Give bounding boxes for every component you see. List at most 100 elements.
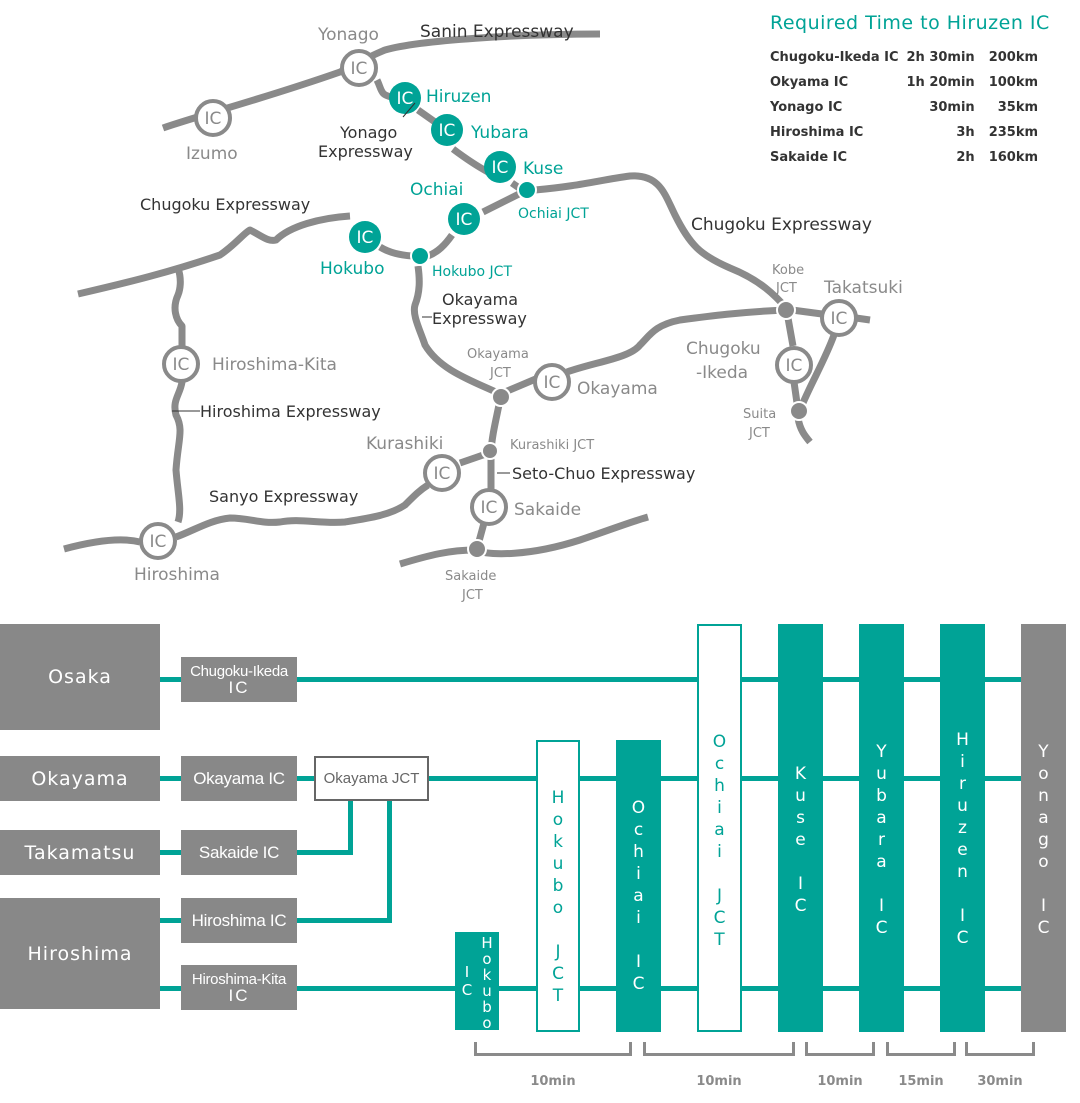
row-from: Hiroshima IC bbox=[770, 125, 864, 140]
col-label: Yubara IC bbox=[871, 742, 892, 940]
road-yubara-kuse bbox=[450, 146, 490, 176]
col-label: Hokubo bbox=[478, 934, 496, 1030]
label-yonago-exp-1: Yonago bbox=[339, 123, 397, 142]
label-chugoku-exp-west: Chugoku Expressway bbox=[140, 195, 310, 214]
label-hokubo-jct: Hokubo JCT bbox=[432, 264, 512, 280]
ic-okayama: IC bbox=[533, 363, 571, 401]
time-bracket bbox=[474, 1042, 632, 1056]
city-hiroshima: Hiroshima bbox=[0, 898, 160, 1009]
entry-label: IC bbox=[228, 985, 250, 1005]
label-kuse: Kuse bbox=[523, 159, 563, 179]
label-takatsuki: Takatsuki bbox=[823, 278, 903, 298]
label-hiroshima-exp: Hiroshima Expressway bbox=[200, 402, 381, 421]
ic-sakaide: IC bbox=[470, 488, 508, 526]
svg-text:IC: IC bbox=[456, 210, 473, 230]
col-hokubo-jct: Hokubo JCT bbox=[536, 740, 580, 1032]
ic-hokubo: IC bbox=[349, 221, 381, 253]
label-yonago: Yonago bbox=[317, 25, 379, 45]
road-chugoku-east bbox=[534, 172, 791, 313]
time-label: 10min bbox=[530, 1074, 576, 1089]
label-hiroshima-kita: Hiroshima-Kita bbox=[212, 355, 337, 375]
city-takamatsu: Takamatsu bbox=[0, 830, 160, 875]
label-hiruzen: Hiruzen bbox=[426, 87, 491, 107]
line-hiroshima-to-jct bbox=[387, 800, 392, 923]
svg-text:IC: IC bbox=[544, 373, 561, 393]
row-from: Chugoku-Ikeda IC bbox=[770, 50, 899, 65]
jct-okayama bbox=[491, 387, 511, 407]
city-okayama: Okayama bbox=[0, 756, 160, 801]
col-kuse-ic: Kuse IC bbox=[778, 624, 823, 1032]
label-okayama: Okayama bbox=[577, 379, 658, 399]
label-izumo: Izumo bbox=[186, 144, 238, 164]
col-ochiai-jct: Ochiai JCT bbox=[697, 624, 742, 1032]
entry-label: Hiroshima-Kita bbox=[191, 970, 287, 988]
label-yubara: Yubara bbox=[470, 123, 529, 143]
svg-text:IC: IC bbox=[434, 464, 451, 484]
col-label: Kuse IC bbox=[790, 764, 811, 918]
svg-text:IC: IC bbox=[439, 121, 456, 141]
col-yonago-ic: Yonago IC bbox=[1021, 624, 1066, 1032]
line-okayama-route bbox=[160, 776, 1022, 781]
col-label: IC bbox=[458, 963, 476, 999]
row-distance: 100km bbox=[988, 75, 1039, 90]
svg-text:IC: IC bbox=[205, 109, 222, 129]
leader-yonago-exp bbox=[402, 102, 416, 118]
ic-hiroshima-kita: IC bbox=[162, 345, 200, 383]
svg-text:IC: IC bbox=[492, 158, 509, 178]
ic-kuse: IC bbox=[484, 151, 516, 183]
time-bracket bbox=[965, 1042, 1035, 1056]
road-hiruzen-yubara bbox=[415, 107, 438, 125]
label-kobe-jct-1: Kobe bbox=[772, 263, 804, 278]
jct-kobe bbox=[776, 300, 796, 320]
road-chugoku-west bbox=[77, 212, 351, 298]
label-hiroshima: Hiroshima bbox=[134, 565, 220, 585]
col-label: Hokubo JCT bbox=[548, 788, 568, 1008]
row-time: 2h bbox=[956, 150, 975, 165]
jct-kurashiki bbox=[481, 442, 499, 460]
okayama-jct-box: Okayama JCT bbox=[314, 756, 429, 801]
svg-text:IC: IC bbox=[481, 498, 498, 518]
ic-ochiai: IC bbox=[448, 203, 480, 235]
road-kobe-takatsuki bbox=[791, 306, 871, 324]
jct-ochiai bbox=[517, 180, 537, 200]
col-label: Hiruzen IC bbox=[952, 730, 973, 950]
road-hokubo-hokubojct bbox=[378, 243, 413, 260]
col-ochiai-ic: Ochiai IC bbox=[616, 740, 661, 1032]
row-distance: 235km bbox=[988, 125, 1039, 140]
col-label: Ochiai JCT bbox=[709, 732, 730, 952]
row-time: 2h 30min bbox=[906, 50, 975, 65]
jct-hokubo bbox=[410, 246, 430, 266]
label-sakaide-jct-1: Sakaide bbox=[445, 569, 496, 584]
label-suita-jct-1: Suita bbox=[743, 407, 776, 422]
label-okayama-exp-1: Okayama bbox=[442, 290, 518, 309]
time-label: 30min bbox=[977, 1074, 1023, 1089]
road-ochiaijct-ochiai bbox=[481, 190, 521, 216]
col-label: Yonago IC bbox=[1033, 742, 1054, 940]
label-seto-chuo-exp: Seto-Chuo Expressway bbox=[512, 464, 695, 483]
time-bracket bbox=[805, 1042, 875, 1056]
city-osaka: Osaka bbox=[0, 624, 160, 730]
row-time: 1h 20min bbox=[906, 75, 975, 90]
time-label: 15min bbox=[898, 1074, 944, 1089]
time-bracket bbox=[643, 1042, 795, 1056]
label-hokubo: Hokubo bbox=[320, 259, 384, 279]
road-okayama-eastwest bbox=[503, 306, 786, 396]
row-from: Sakaide IC bbox=[770, 150, 848, 165]
row-time: 3h bbox=[956, 125, 975, 140]
route-map: IC IC IC IC IC IC IC IC IC IC IC IC IC I… bbox=[63, 22, 903, 603]
entry-hiroshima-ic: Hiroshima IC bbox=[181, 898, 297, 943]
label-ochiai: Ochiai bbox=[410, 180, 463, 200]
label-okayama-exp-2: Expressway bbox=[432, 309, 527, 328]
ic-hiroshima: IC bbox=[139, 522, 177, 560]
road-suita-south bbox=[794, 417, 813, 445]
label-chugoku-ikeda-1: Chugoku bbox=[686, 339, 761, 359]
svg-text:IC: IC bbox=[397, 89, 414, 109]
label-okayama-jct-1: Okayama bbox=[467, 347, 529, 362]
col-hokubo-ic: IC Hokubo bbox=[455, 932, 499, 1030]
road-ochiai-hokubojct bbox=[426, 232, 455, 260]
label-chugoku-ikeda-2: -Ikeda bbox=[696, 363, 748, 383]
row-distance: 160km bbox=[988, 150, 1039, 165]
label-chugoku-exp-east: Chugoku Expressway bbox=[691, 215, 872, 235]
